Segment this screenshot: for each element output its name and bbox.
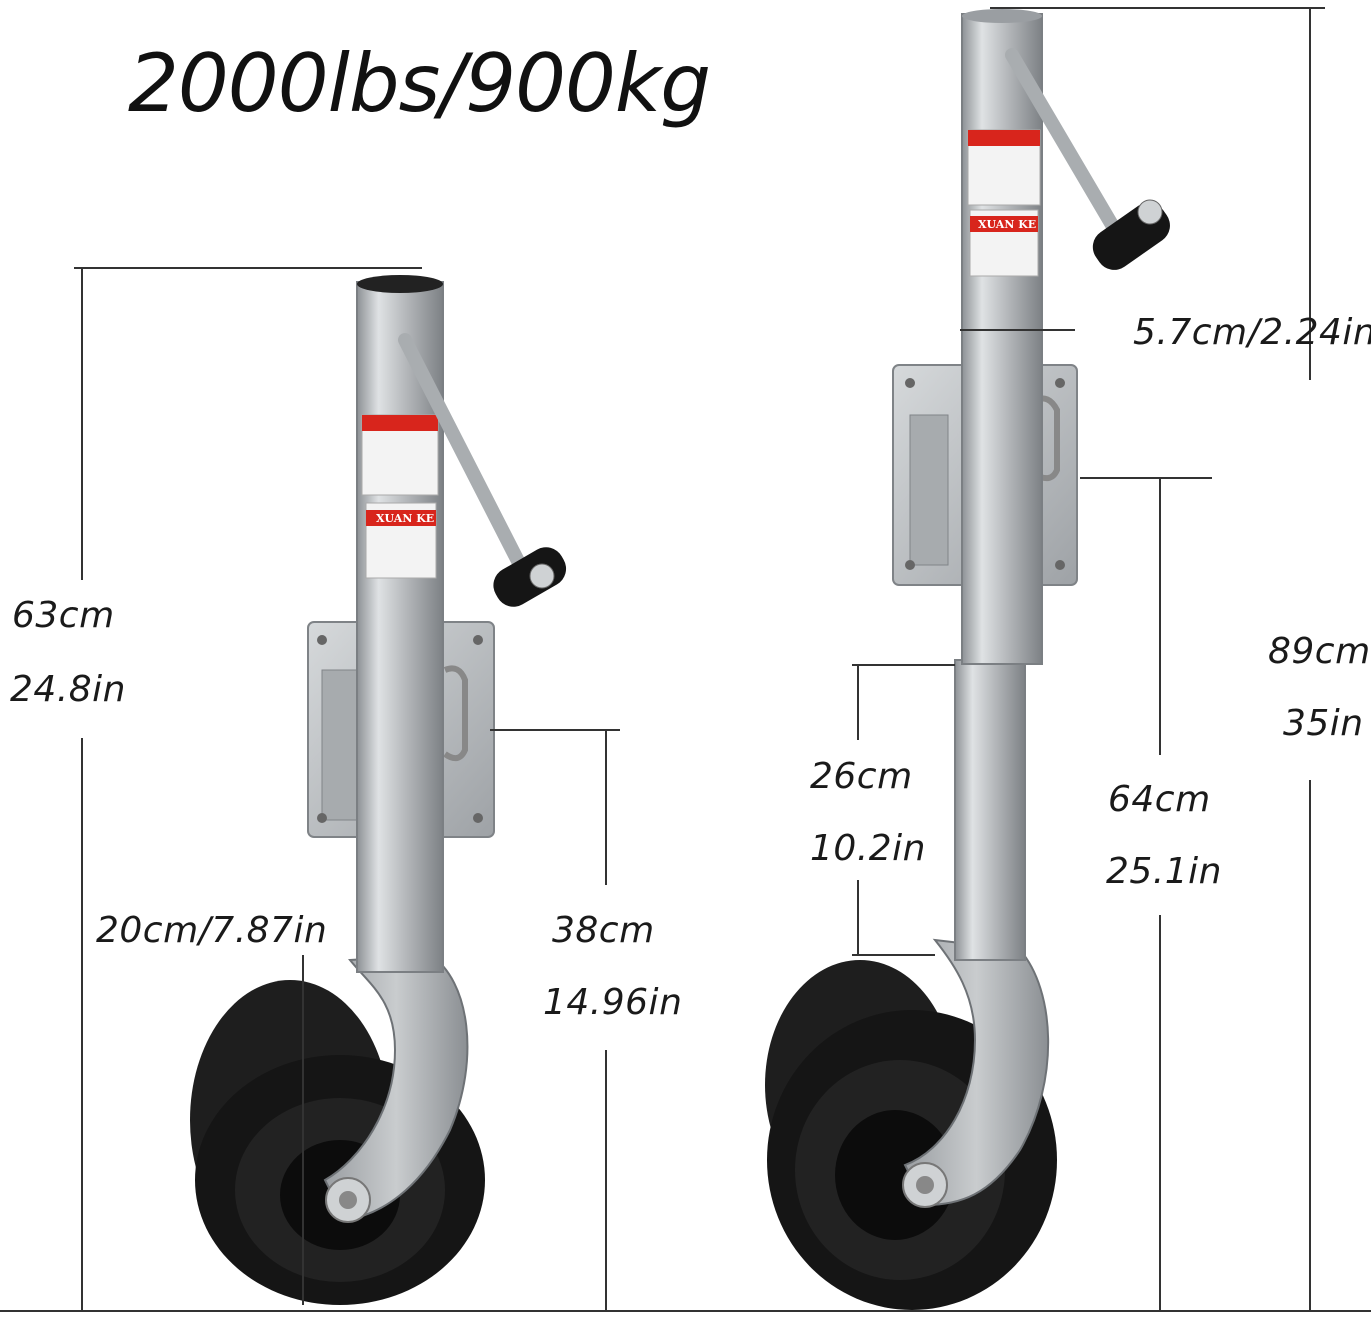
right-crank-handle bbox=[1005, 48, 1122, 237]
tube-diameter-label: 5.7cm/2.24in bbox=[1133, 312, 1371, 353]
right-inner-tube bbox=[954, 659, 1026, 961]
capacity-title: 2000lbs/900kg bbox=[128, 37, 711, 130]
right-brand-text: XUAN KE bbox=[978, 218, 1037, 231]
left-crank-handle bbox=[398, 333, 527, 572]
left-lift-cm-label: 38cm bbox=[552, 910, 655, 951]
dimension-lines bbox=[74, 7, 1325, 1311]
right-jack bbox=[765, 9, 1170, 1310]
wheel-diameter-label: 20cm/7.87in bbox=[96, 910, 328, 951]
right-height-in-label: 35in bbox=[1283, 703, 1364, 744]
right-lift-in-label: 25.1in bbox=[1106, 851, 1222, 892]
left-lift-in-label: 14.96in bbox=[543, 982, 683, 1023]
right-height-cm-label: 89cm bbox=[1268, 631, 1371, 672]
left-height-cm-label: 63cm bbox=[12, 595, 115, 636]
left-height-in-label: 24.8in bbox=[10, 669, 126, 710]
right-tube bbox=[961, 13, 1043, 665]
travel-in-label: 10.2in bbox=[810, 828, 926, 869]
travel-cm-label: 26cm bbox=[810, 756, 913, 797]
left-brand-text: XUAN KE bbox=[376, 512, 435, 525]
right-lift-cm-label: 64cm bbox=[1108, 779, 1211, 820]
left-jack bbox=[190, 275, 567, 1305]
